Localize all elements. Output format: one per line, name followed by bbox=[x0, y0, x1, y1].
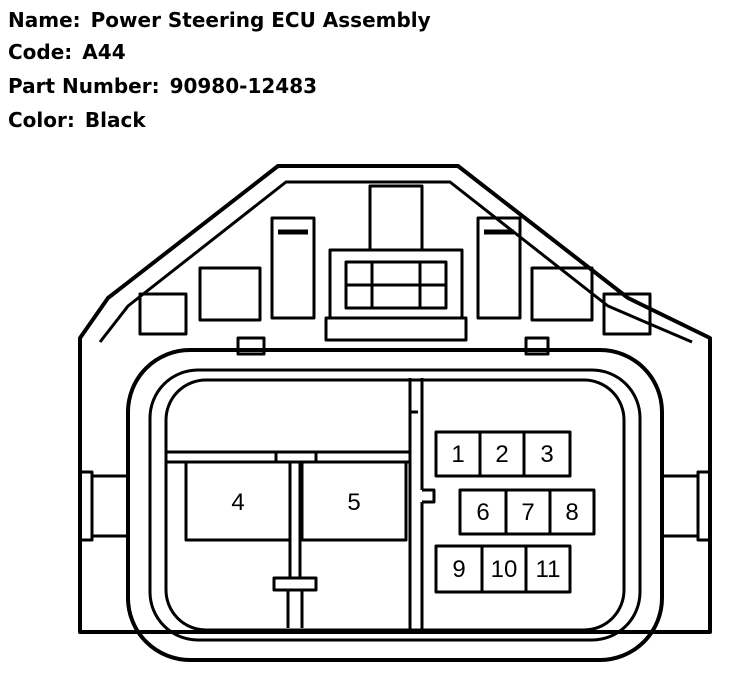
pin-5 bbox=[300, 460, 408, 542]
connector-cavity bbox=[164, 378, 626, 632]
pin-label-10: 10 bbox=[491, 556, 518, 583]
housing-top-tabs bbox=[138, 216, 652, 336]
cavity-divider bbox=[408, 378, 436, 630]
side-locking-tabs bbox=[80, 470, 710, 542]
pin-label-3: 3 bbox=[540, 441, 553, 468]
locking-latch bbox=[324, 184, 468, 342]
pin-3 bbox=[522, 430, 572, 478]
connector-shell-outer bbox=[126, 348, 664, 662]
color-row: Color: Black bbox=[8, 108, 146, 132]
pin-label-1: 1 bbox=[451, 441, 464, 468]
pin-11 bbox=[524, 544, 572, 594]
name-value: Power Steering ECU Assembly bbox=[90, 8, 431, 32]
color-value: Black bbox=[84, 108, 146, 132]
name-label: Name: bbox=[8, 8, 81, 32]
part-number-label: Part Number: bbox=[8, 74, 160, 98]
pin-label-5: 5 bbox=[347, 489, 360, 516]
pin-label-4: 4 bbox=[231, 489, 244, 516]
color-label: Color: bbox=[8, 108, 75, 132]
pin-8 bbox=[548, 488, 596, 536]
center-guide-post bbox=[272, 462, 318, 628]
code-row: Code: A44 bbox=[8, 40, 126, 64]
pin-label-8: 8 bbox=[565, 499, 578, 526]
pin-label-9: 9 bbox=[452, 556, 465, 583]
connector-shell-inner bbox=[148, 368, 642, 642]
connector-info: Name: Power Steering ECU Assembly Code: A4… bbox=[8, 0, 431, 132]
connector-housing bbox=[78, 164, 712, 634]
name-row: Name: Power Steering ECU Assembly bbox=[8, 8, 431, 32]
pin-label-7: 7 bbox=[521, 499, 534, 526]
code-value: A44 bbox=[82, 40, 126, 64]
pin-label-11: 11 bbox=[536, 556, 561, 583]
part-number-row: Part Number: 90980-12483 bbox=[8, 74, 317, 98]
pin-label-6: 6 bbox=[476, 499, 489, 526]
pin-label-2: 2 bbox=[495, 441, 508, 468]
housing-inner-outline bbox=[98, 180, 693, 344]
part-number-value: 90980-12483 bbox=[169, 74, 318, 98]
code-label: Code: bbox=[8, 40, 73, 64]
housing-ribs bbox=[236, 336, 550, 356]
